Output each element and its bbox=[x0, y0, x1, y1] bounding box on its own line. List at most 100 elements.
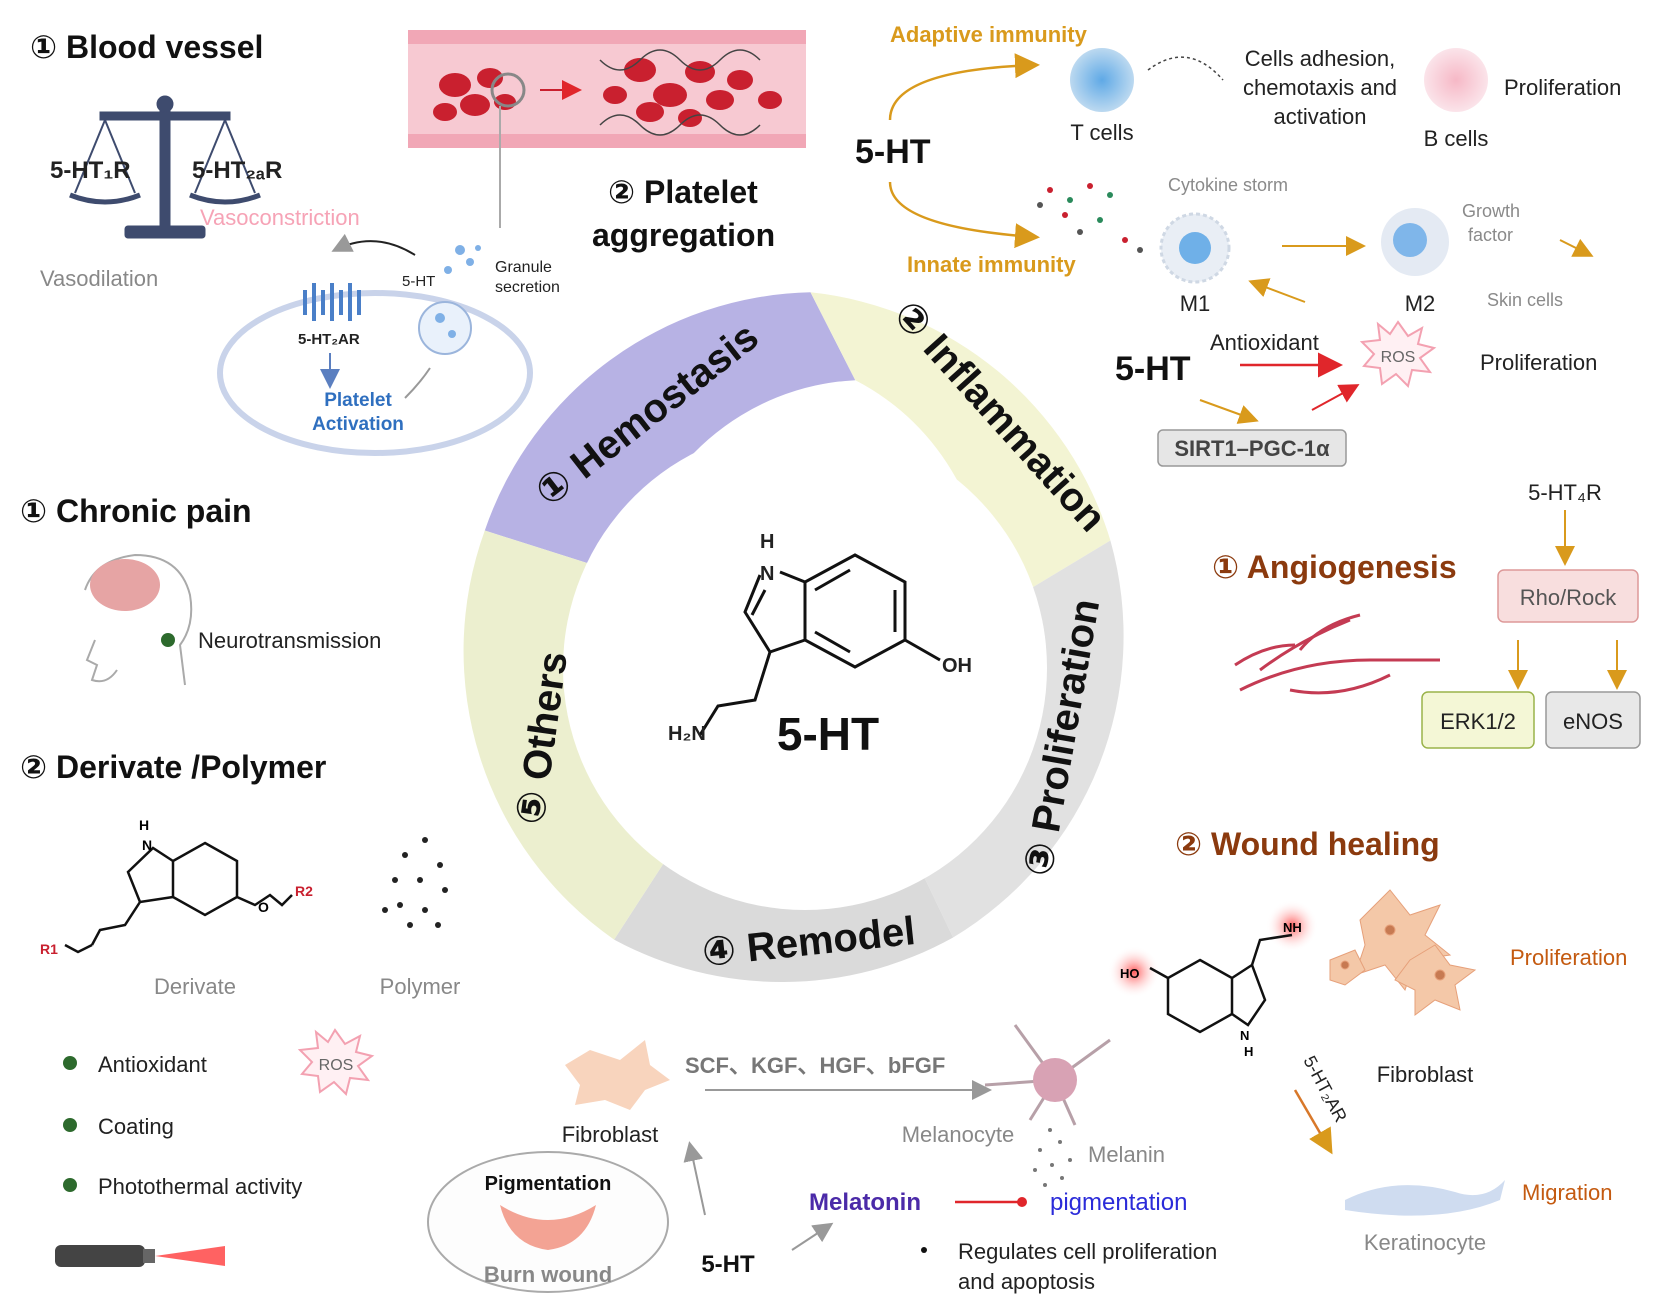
ros-label: ROS bbox=[1381, 349, 1416, 366]
wound-atom-nh: NH bbox=[1283, 920, 1302, 935]
burn-wound-icon bbox=[500, 1205, 596, 1250]
bullet-icon bbox=[63, 1118, 77, 1132]
balance-scale-icon bbox=[69, 95, 261, 239]
b-cells-label: B cells bbox=[1424, 126, 1489, 151]
wound-proliferation-label: Proliferation bbox=[1510, 945, 1627, 970]
bullet-icon bbox=[921, 1247, 927, 1253]
growth-factor-line2: factor bbox=[1468, 225, 1513, 245]
ring-segment-inflammation bbox=[810, 292, 1111, 616]
serotonin-structure bbox=[698, 553, 941, 736]
center-label: 5-HT bbox=[777, 708, 879, 760]
blood-vessels-icon bbox=[1234, 613, 1440, 695]
polymer-dots-icon bbox=[382, 837, 448, 928]
keratinocyte-label: Keratinocyte bbox=[1364, 1230, 1486, 1255]
regulates-line1: Regulates cell proliferation bbox=[958, 1239, 1217, 1264]
melanocyte-icon bbox=[984, 1024, 1111, 1126]
derivate-label: Derivate bbox=[154, 974, 236, 999]
wound-fibroblast-label: Fibroblast bbox=[1377, 1062, 1474, 1087]
erk-label: ERK1/2 bbox=[1440, 709, 1516, 734]
center-atom-h: H bbox=[760, 531, 774, 553]
innate-immunity-label: Innate immunity bbox=[907, 252, 1076, 277]
ros-burst-icon bbox=[297, 1028, 375, 1096]
wound-serotonin-structure bbox=[1149, 933, 1293, 1034]
skin-cells-label: Skin cells bbox=[1487, 290, 1563, 310]
platelet-activation-line2: Activation bbox=[312, 414, 404, 435]
derivate-ros-label: ROS bbox=[319, 1057, 354, 1074]
antioxidant-5ht-label: 5-HT bbox=[1115, 350, 1191, 388]
pigmentation-title: Pigmentation bbox=[485, 1173, 612, 1195]
t-cell-icon bbox=[1070, 48, 1134, 112]
melanin-granules-icon bbox=[1033, 1128, 1072, 1187]
blood-vessel-title: ① Blood vessel bbox=[30, 29, 263, 65]
derivate-atom-h: H bbox=[139, 817, 149, 833]
adhesion-line1: Cells adhesion, bbox=[1245, 46, 1395, 71]
remodel-panel: Fibroblast SCF、KGF、HGF、bFGF Melanocyte M… bbox=[427, 1024, 1217, 1294]
keratinocyte-icon bbox=[1345, 1180, 1505, 1216]
melanocyte-label: Melanocyte bbox=[902, 1122, 1015, 1147]
polymer-label: Polymer bbox=[380, 974, 461, 999]
center-atom-h2n: H₂N bbox=[668, 723, 706, 745]
growth-factor-line1: Growth bbox=[1462, 201, 1520, 221]
antioxidant-label: Antioxidant bbox=[1210, 330, 1319, 355]
adhesion-line2: chemotaxis and bbox=[1243, 75, 1397, 100]
melatonin-label: Melatonin bbox=[809, 1189, 921, 1216]
angiogenesis-title: ① Angiogenesis bbox=[1212, 549, 1457, 585]
derivate-structure bbox=[64, 841, 293, 954]
m1-label: M1 bbox=[1180, 291, 1211, 316]
b-cell-icon bbox=[1424, 48, 1488, 112]
melanin-label: Melanin bbox=[1088, 1142, 1165, 1167]
rho-rock-box bbox=[1497, 569, 1639, 623]
center-atom-oh: OH bbox=[942, 655, 972, 677]
derivate-item-1: Coating bbox=[98, 1114, 174, 1139]
center-atom-n: N bbox=[760, 563, 774, 585]
inhibition-dot-icon bbox=[1017, 1197, 1027, 1207]
derivate-atom-n: N bbox=[142, 837, 152, 853]
derivate-atom-o: O bbox=[258, 899, 269, 915]
vasoconstriction-label: Vasoconstriction bbox=[200, 205, 360, 230]
migration-label: Migration bbox=[1522, 1180, 1612, 1205]
derivate-panel: ② Derivate /Polymer H N O R2 R1 Derivate… bbox=[20, 749, 460, 1267]
cytokine-storm-label: Cytokine storm bbox=[1168, 175, 1288, 195]
derivate-item-2: Photothermal activity bbox=[98, 1174, 302, 1199]
cytokine-storm-icon bbox=[1037, 183, 1143, 253]
melanocyte-body bbox=[1033, 1058, 1077, 1102]
antioxidant-panel: 5-HT Antioxidant ROS Proliferation SIRT1… bbox=[1115, 320, 1597, 467]
bullet-icon bbox=[161, 633, 175, 647]
chronic-pain-panel: ① Chronic pain Neurotransmission bbox=[20, 493, 381, 686]
phase-ring bbox=[463, 292, 1124, 983]
rho-rock-label: Rho/Rock bbox=[1520, 585, 1618, 610]
receptor-5ht2ar: 5-HT₂ₐR bbox=[192, 157, 282, 184]
blood-vessel-illustration bbox=[408, 30, 806, 148]
adaptive-proliferation-label: Proliferation bbox=[1504, 75, 1621, 100]
adaptive-immunity-label: Adaptive immunity bbox=[890, 22, 1088, 47]
platelet-receptor-label: 5-HT₂AR bbox=[298, 331, 360, 348]
receptor-5ht1r: 5-HT₁R bbox=[50, 157, 131, 184]
granule-line2: secretion bbox=[495, 279, 560, 296]
platelet-cell-outline bbox=[217, 290, 533, 456]
bullet-icon bbox=[63, 1056, 77, 1070]
sirt-label: SIRT1–PGC-1α bbox=[1174, 436, 1330, 461]
ros-burst-icon bbox=[1359, 320, 1437, 388]
receptor-icon bbox=[303, 283, 361, 321]
erk-box bbox=[1421, 691, 1535, 749]
derivate-item-0: Antioxidant bbox=[98, 1052, 207, 1077]
vasodilation-label: Vasodilation bbox=[40, 266, 158, 291]
platelet-title-line2: aggregation bbox=[592, 217, 775, 253]
derivate-r2: R2 bbox=[295, 883, 313, 899]
angiogenesis-receptor: 5-HT₄R bbox=[1528, 480, 1602, 505]
immunity-5ht-label: 5-HT bbox=[855, 133, 931, 171]
laser-icon bbox=[55, 1245, 225, 1267]
remodel-5ht-label: 5-HT bbox=[701, 1251, 755, 1278]
head-brain-icon bbox=[84, 553, 193, 686]
t-cells-label: T cells bbox=[1070, 120, 1133, 145]
granule-icon bbox=[418, 301, 472, 355]
enos-label: eNOS bbox=[1563, 709, 1623, 734]
angiogenesis-panel: ① Angiogenesis 5-HT₄R Rho/Rock ERK1/2 eN… bbox=[1212, 480, 1641, 749]
platelet-panel: ② Platelet aggregation 5-HT Granule secr… bbox=[217, 30, 806, 456]
derivate-title: ② Derivate /Polymer bbox=[20, 749, 326, 785]
pigmentation-label: pigmentation bbox=[1050, 1189, 1187, 1216]
regulates-line2: and apoptosis bbox=[958, 1269, 1095, 1294]
blood-vessel-panel: ① Blood vessel 5-HT₁R 5-HT₂ₐR Vasoconstr… bbox=[30, 29, 360, 291]
